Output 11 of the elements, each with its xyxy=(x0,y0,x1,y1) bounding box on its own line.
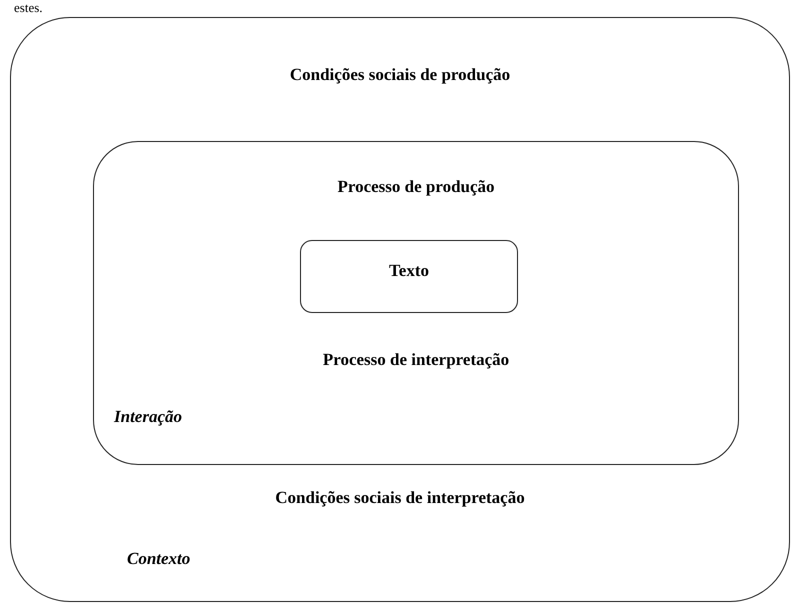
heading-label: Condições sociais de produção xyxy=(288,65,512,85)
heading-label: Condições sociais de interpretação xyxy=(274,488,526,508)
cut-off-text: estes. xyxy=(14,0,43,15)
inner-rounded-box xyxy=(93,141,739,465)
heading-label: Texto xyxy=(388,261,430,281)
italic-label: Interação xyxy=(114,407,182,427)
outer-rounded-box xyxy=(10,17,790,602)
heading-label: Processo de produção xyxy=(336,177,496,197)
italic-label: Contexto xyxy=(127,549,190,569)
text-box xyxy=(300,240,518,313)
heading-label: Processo de interpretação xyxy=(322,350,510,370)
